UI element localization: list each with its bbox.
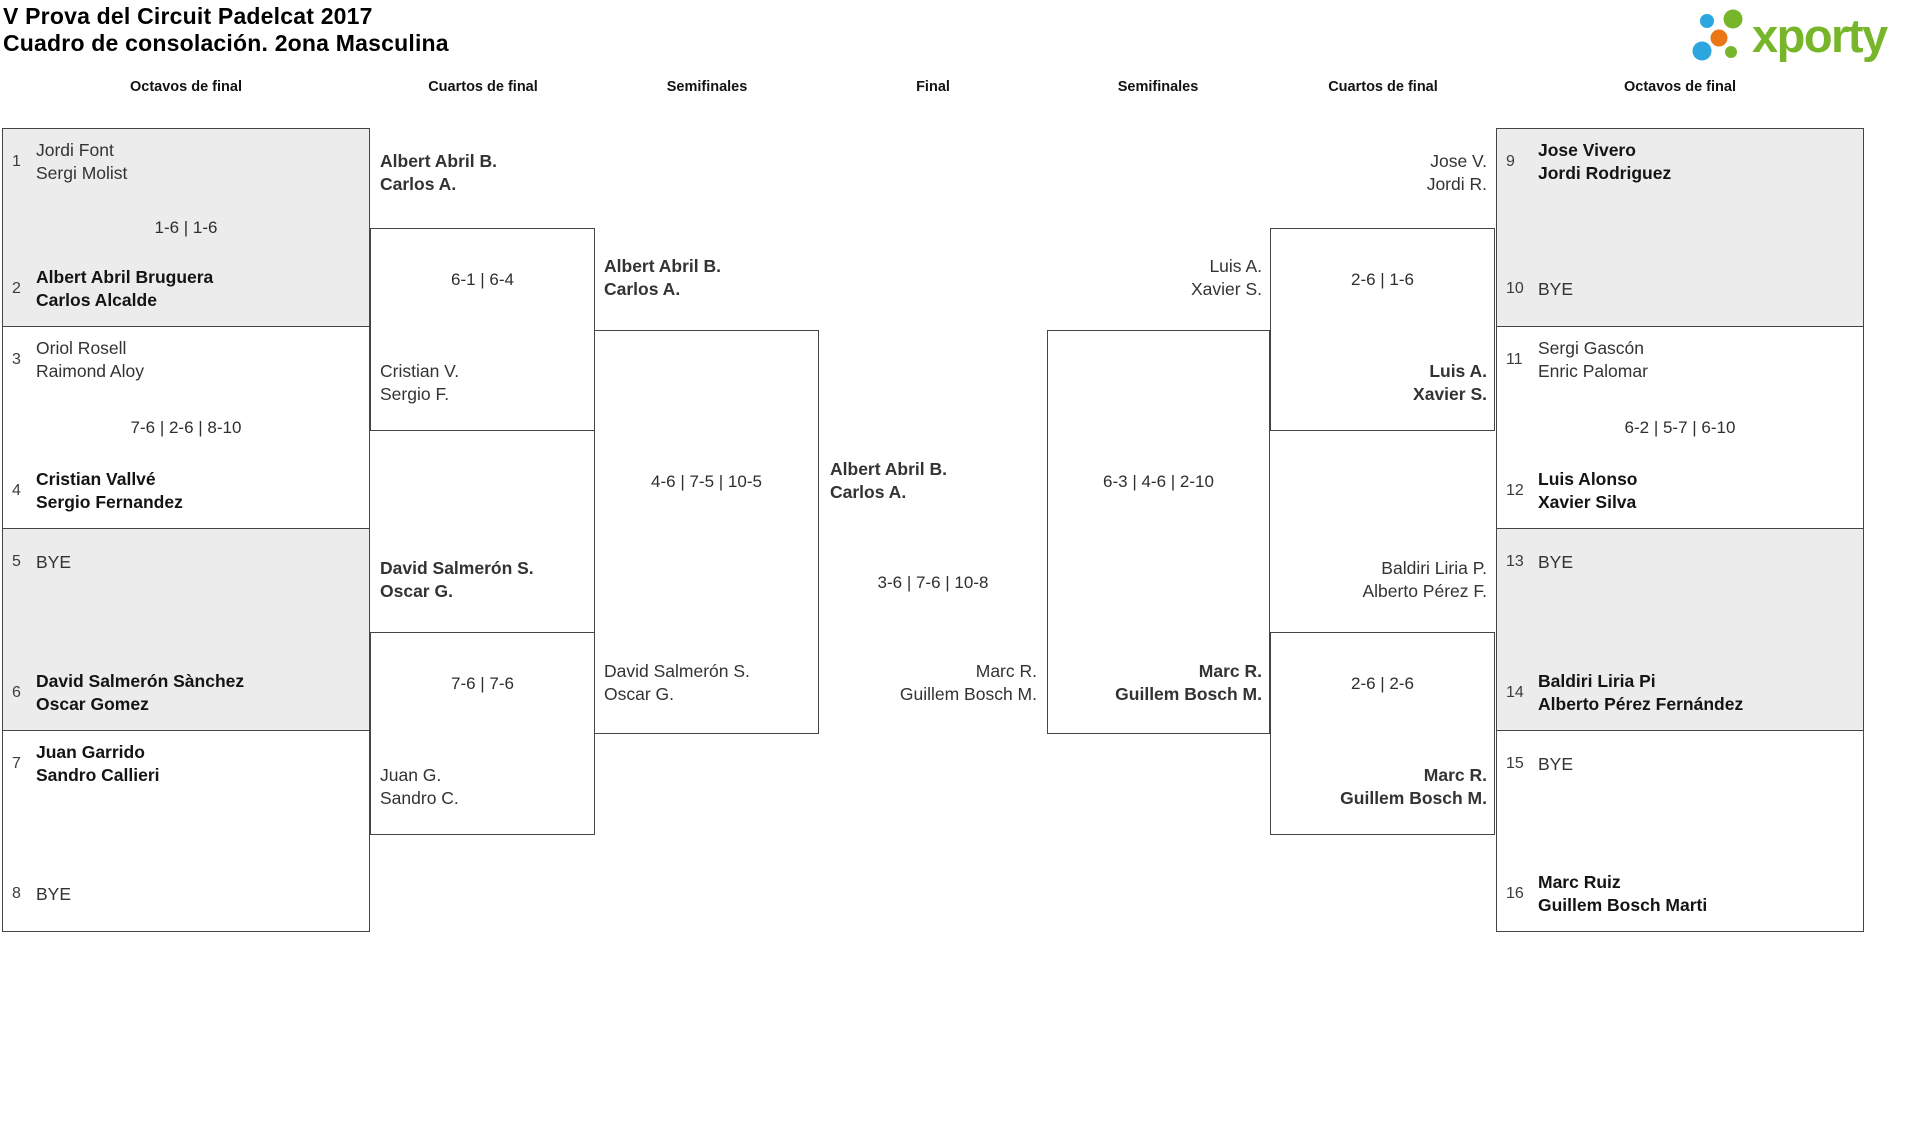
team-names: Marc R.Guillem Bosch M. [1115,661,1262,704]
match-box-sf-right [1047,330,1270,734]
round-header-cuartos-right: Cuartos de final [1328,79,1438,95]
match-score: 2-6 | 1-6 [1350,270,1414,289]
seed-number: 10 [1506,280,1524,297]
final-score: 3-6 | 7-6 | 10-8 [877,573,989,592]
round-header-semis-left: Semifinales [666,79,748,95]
seed-number: 16 [1506,885,1524,902]
match-score: 7-6 | 7-6 [450,674,514,693]
seed-number: 1 [12,153,21,170]
team-names: Baldiri Liria P.Alberto Pérez F. [1362,558,1488,601]
page-title: V Prova del Circuit Padelcat 2017 Cuadro… [3,3,449,57]
team-names: David Salmerón S.Oscar G. [604,661,750,704]
team-names: Juan G.Sandro C. [380,765,459,808]
seed-number: 4 [12,482,21,499]
team-row: 13 BYE [1506,539,1854,585]
match-box-qf-left-2 [370,632,595,835]
team-names: BYE [36,883,72,904]
seed-number: 14 [1506,684,1524,701]
team-names: Luis A.Xavier S. [1413,361,1487,404]
round-header-octavos-right: Octavos de final [1623,79,1736,95]
round-header-semis-right: Semifinales [1117,79,1199,95]
bracket-subtitle: Cuadro de consolación. 2ona Masculina [3,30,449,56]
team-names: Jose V.Jordi R. [1426,151,1487,194]
match-score: 4-6 | 7-5 | 10-5 [651,472,762,491]
team-row: 5 BYE [12,539,360,585]
team-names: Albert Abril B.Carlos A. [380,151,497,194]
team-names: Marc R.Guillem Bosch M. [1340,765,1487,808]
team-row: 8 BYE [12,871,360,917]
round-header-cuartos-left: Cuartos de final [428,79,538,95]
match-score: 7-6 | 2-6 | 8-10 [130,417,242,437]
tournament-name: V Prova del Circuit Padelcat 2017 [3,3,373,29]
seed-number: 2 [12,280,21,297]
match-box-sf-left [594,330,819,734]
seed-number: 5 [12,553,21,570]
match-box-qf-right-1 [1270,228,1495,431]
match-score: 6-1 | 6-4 [450,270,514,289]
team-names: BYE [1538,278,1574,299]
seed-number: 11 [1506,351,1523,368]
team-names: David Salmerón S.Oscar G. [380,558,534,601]
team-row: 10 BYE [1506,266,1854,312]
team-names: BYE [36,551,72,572]
match-box-qf-right-2 [1270,632,1495,835]
match-box-qf-left-1 [370,228,595,431]
match-score: 2-6 | 2-6 [1350,674,1414,693]
seed-number: 15 [1506,755,1524,772]
seed-number: 12 [1506,482,1524,499]
round-header-final: Final [916,79,950,95]
team-names: BYE [1538,551,1574,572]
xporty-logo: xporty [1752,9,1888,62]
xporty-dots-icon [1692,9,1743,61]
seed-number: 13 [1506,553,1524,570]
seed-number: 7 [12,755,21,772]
seed-number: 6 [12,684,21,701]
final-runnerup-names: Marc R.Guillem Bosch M. [899,661,1037,704]
seed-number: 9 [1506,153,1515,170]
round-header-octavos-left: Octavos de final [129,79,242,95]
match-score: 6-2 | 5-7 | 6-10 [1624,417,1736,437]
team-names: BYE [1538,753,1574,774]
team-names: Cristian V.Sergio F. [380,361,460,404]
team-names: Albert Abril B.Carlos A. [604,256,721,299]
team-row: 15 BYE [1506,741,1854,787]
seed-number: 3 [12,351,21,368]
match-score: 1-6 | 1-6 [154,217,218,237]
team-names: Luis A.Xavier S. [1191,256,1262,299]
final-winner-names: Albert Abril B.Carlos A. [830,459,947,502]
match-score: 6-3 | 4-6 | 2-10 [1103,472,1214,491]
seed-number: 8 [12,885,21,902]
